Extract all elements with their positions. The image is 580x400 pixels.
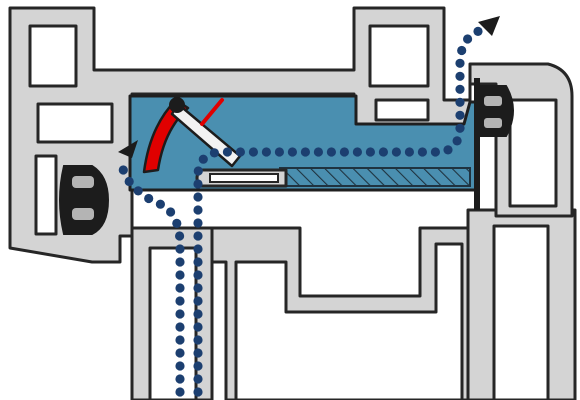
airflow-path-right-dot	[287, 147, 297, 157]
airflow-path-right-dot	[193, 218, 203, 228]
airflow-path-right-dot	[455, 123, 465, 133]
airflow-path-right-dot	[455, 58, 465, 68]
left-gasket	[59, 165, 110, 235]
airflow-path-right-dot	[198, 154, 208, 164]
airflow-path-right-dot	[391, 147, 401, 157]
airflow-path-right-dot	[193, 244, 203, 254]
airflow-path-right-dot	[452, 136, 462, 146]
airflow-path-right-dot	[193, 205, 203, 215]
airflow-path-right-dot	[417, 147, 427, 157]
airflow-path-right-dot	[193, 257, 203, 267]
airflow-path-left-dot	[175, 244, 185, 254]
slider-bar	[195, 168, 288, 188]
airflow-path-right-dot	[326, 147, 336, 157]
airflow-path-right-dot	[455, 97, 465, 107]
airflow-path-left-dot	[124, 176, 134, 187]
airflow-path-right-dot	[352, 147, 362, 157]
airflow-path-left-dot	[175, 270, 185, 280]
airflow-path-right-dot	[274, 147, 284, 157]
lower-frame-profile	[130, 208, 577, 400]
airflow-path-left-dot	[155, 199, 165, 209]
airflow-path-right-dot	[193, 374, 203, 384]
airflow-path-left-dot	[144, 193, 154, 204]
airflow-arrow-left	[118, 140, 138, 158]
airflow-path-left-dot	[175, 231, 185, 241]
flap-pivot	[169, 97, 185, 113]
airflow-path-left-dot	[175, 387, 185, 397]
airflow-path-right-dot	[193, 270, 203, 280]
airflow-path-right-dot	[365, 147, 375, 157]
airflow-path-right-dot	[455, 110, 465, 120]
airflow-path-right-dot	[404, 147, 414, 157]
airflow-path-right-dot	[455, 71, 465, 81]
airflow-path-left-dot	[175, 296, 185, 306]
airflow-path-left-dot	[175, 335, 185, 345]
airflow-path-left-dot	[175, 361, 185, 371]
ventilation-chamber	[128, 94, 480, 192]
hatched-insulation	[279, 167, 471, 187]
airflow-path-right-dot	[457, 45, 467, 56]
airflow-path-right-dot	[222, 147, 232, 157]
airflow-path-left-dot	[175, 283, 185, 293]
airflow-path-right-dot	[193, 231, 203, 241]
airflow-path-right-dot	[463, 34, 473, 44]
airflow-path-right-dot	[193, 309, 203, 319]
airflow-path-right-dot	[193, 322, 203, 332]
airflow-paths	[118, 26, 483, 397]
airflow-path-right-dot	[455, 84, 465, 94]
airflow-path-right-dot	[430, 147, 440, 157]
airflow-path-left-dot	[175, 309, 185, 319]
airflow-path-right-dot	[193, 348, 203, 358]
airflow-path-right-dot	[193, 192, 203, 202]
airflow-path-left-dot	[175, 374, 185, 384]
airflow-path-left-dot	[175, 322, 185, 332]
airflow-path-right-dot	[443, 145, 453, 155]
outer-frame-profile	[8, 6, 574, 264]
airflow-path-right-dot	[378, 147, 388, 157]
airflow-path-right-dot	[193, 283, 203, 293]
airflow-path-right-dot	[313, 147, 323, 157]
airflow-path-left-dot	[175, 257, 185, 267]
airflow-path-left-dot	[118, 165, 128, 175]
airflow-path-right-dot	[193, 387, 203, 397]
airflow-path-right-dot	[193, 179, 203, 189]
airflow-path-right-dot	[193, 296, 203, 306]
airflow-path-left-dot	[166, 207, 176, 217]
airflow-path-right-dot	[248, 147, 258, 157]
airflow-path-right-dot	[235, 147, 245, 157]
airflow-path-left-dot	[172, 218, 182, 228]
airflow-path-left-dot	[175, 348, 185, 358]
airflow-path-right-dot	[300, 147, 310, 157]
right-frame-edge	[474, 78, 480, 210]
airflow-path-right-dot	[473, 26, 483, 36]
airflow-path-right-dot	[209, 148, 219, 158]
airflow-path-right-dot	[193, 361, 203, 371]
airflow-path-right-dot	[193, 166, 203, 176]
right-gasket	[476, 85, 514, 137]
airflow-path-right-dot	[193, 335, 203, 345]
airflow-path-right-dot	[339, 147, 349, 157]
airflow-path-left-dot	[133, 186, 143, 196]
airflow-path-right-dot	[261, 147, 271, 157]
airflow-arrow-right	[478, 16, 500, 36]
